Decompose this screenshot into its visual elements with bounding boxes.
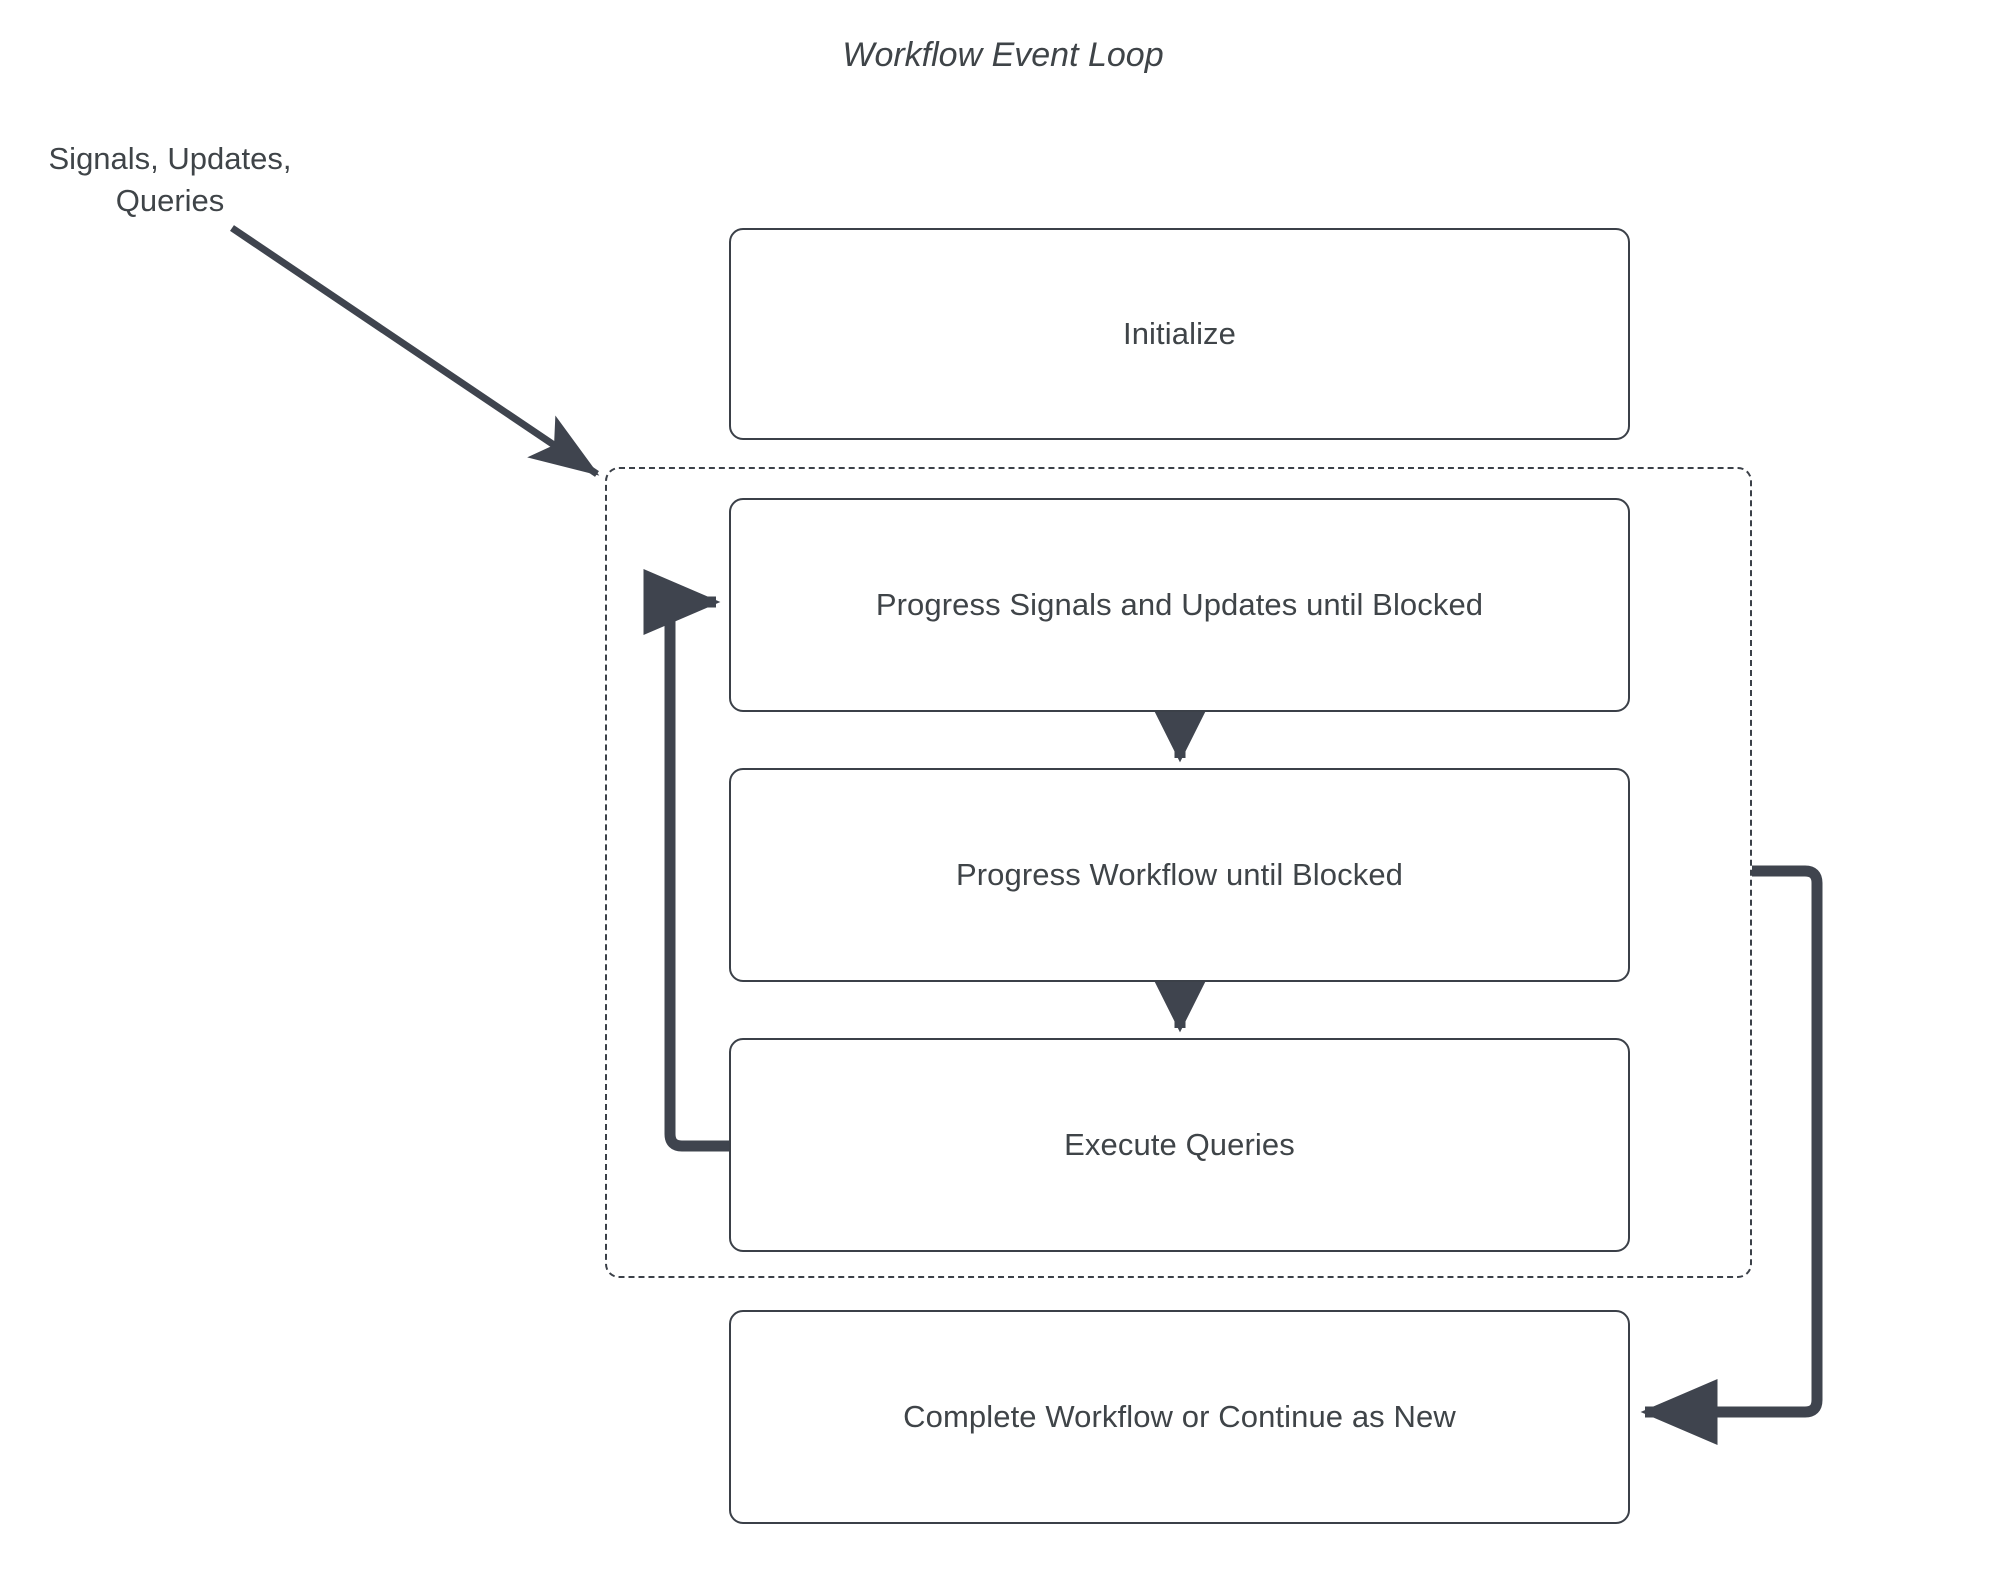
node-progress-workflow-label: Progress Workflow until Blocked xyxy=(955,857,1404,892)
loop-exit-arrow xyxy=(1640,865,1823,1445)
node-complete-workflow-label: Complete Workflow or Continue as New xyxy=(903,1399,1456,1434)
external-input-label-line1: Signals, Updates, xyxy=(48,141,292,176)
node-execute-queries[interactable]: Execute Queries xyxy=(729,1038,1630,1252)
external-input-label-line2: Queries xyxy=(115,183,225,218)
node-progress-workflow[interactable]: Progress Workflow until Blocked xyxy=(729,768,1630,982)
node-complete-workflow[interactable]: Complete Workflow or Continue as New xyxy=(729,1310,1630,1524)
node-progress-signals-label: Progress Signals and Updates until Block… xyxy=(875,587,1484,622)
external-input-label: Signals, Updates, Queries xyxy=(20,138,320,222)
node-initialize[interactable]: Initialize xyxy=(729,228,1630,440)
event-loop-group-boundary xyxy=(605,467,1752,1278)
node-progress-signals[interactable]: Progress Signals and Updates until Block… xyxy=(729,498,1630,712)
external-input-arrow xyxy=(230,225,600,477)
page-title: Workflow Event Loop xyxy=(842,36,1164,74)
node-initialize-label: Initialize xyxy=(1123,316,1236,351)
loop-back-arrow xyxy=(643,569,729,1152)
node-execute-queries-label: Execute Queries xyxy=(1064,1127,1295,1162)
